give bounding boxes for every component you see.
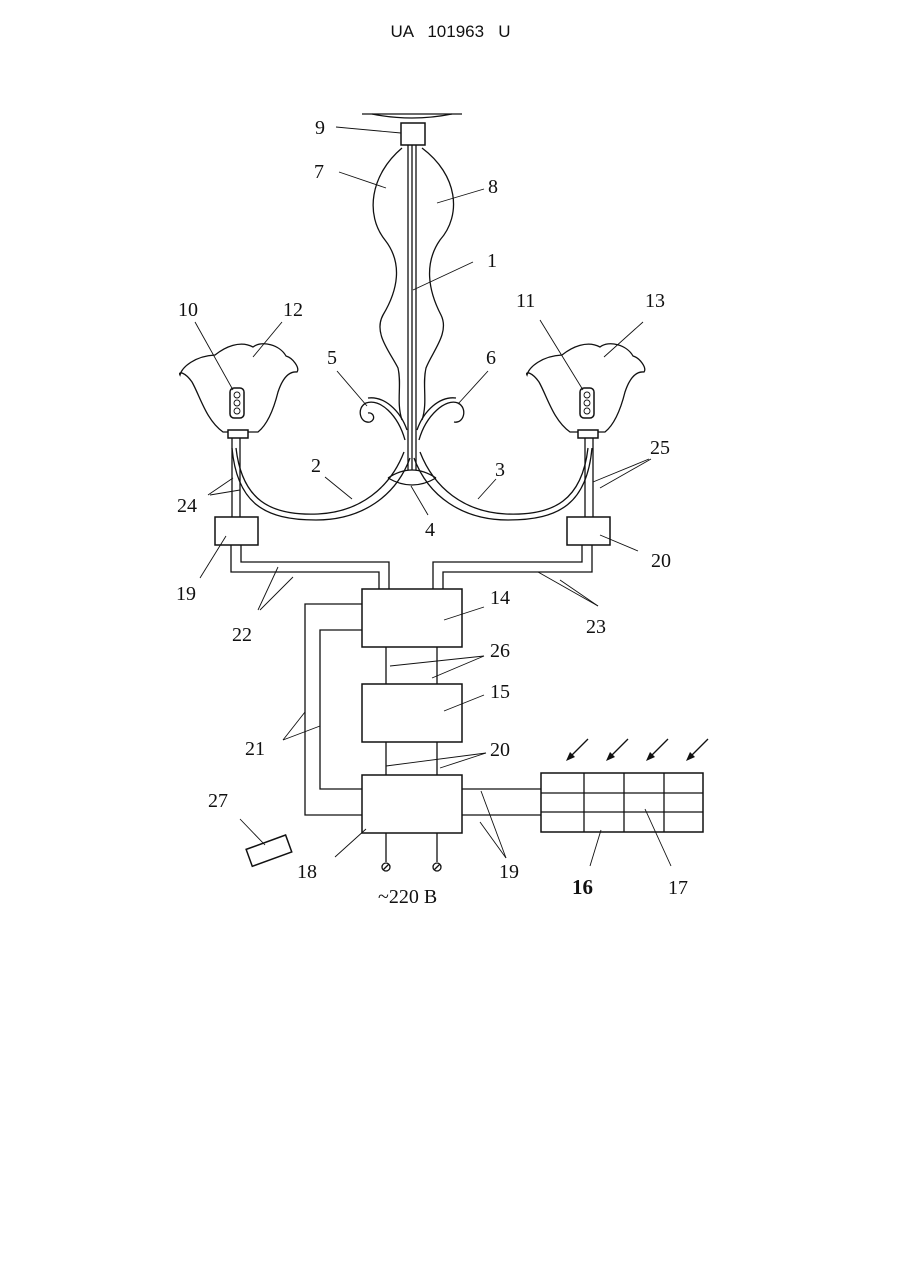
label-17: 17 xyxy=(668,877,688,899)
label-12: 12 xyxy=(283,299,303,321)
label-13: 13 xyxy=(645,290,665,312)
label-25: 25 xyxy=(650,437,670,459)
leader-lines xyxy=(195,127,671,866)
label-18: 18 xyxy=(297,861,317,883)
label-9: 9 xyxy=(315,117,325,139)
label-16: 16 xyxy=(572,875,593,899)
left-control-unit xyxy=(215,517,258,545)
label-14: 14 xyxy=(490,587,510,609)
label-7: 7 xyxy=(314,161,324,183)
solar-panel xyxy=(541,773,703,832)
right-control-unit xyxy=(567,517,610,545)
remote-control xyxy=(246,835,292,866)
voltage-label: ~220 В xyxy=(378,886,437,908)
label-19-left: 19 xyxy=(176,583,196,605)
ceiling-mount xyxy=(362,114,462,145)
block-18 xyxy=(362,775,462,833)
left-lamp-shade xyxy=(180,344,298,438)
label-5: 5 xyxy=(327,347,337,369)
label-24: 24 xyxy=(177,495,197,517)
label-15: 15 xyxy=(490,681,510,703)
label-22: 22 xyxy=(232,624,252,646)
label-26: 26 xyxy=(490,640,510,662)
label-3: 3 xyxy=(495,459,505,481)
label-20-center: 20 xyxy=(490,739,510,761)
block-15 xyxy=(362,684,462,742)
label-27: 27 xyxy=(208,790,228,812)
label-21: 21 xyxy=(245,738,265,760)
label-6: 6 xyxy=(486,347,496,369)
label-10: 10 xyxy=(178,299,198,321)
hub xyxy=(388,470,436,485)
central-rod xyxy=(408,145,416,470)
power-terminals xyxy=(382,863,441,871)
label-4: 4 xyxy=(425,519,435,541)
right-lamp-shade xyxy=(527,344,645,438)
label-1: 1 xyxy=(487,250,497,272)
decorative-body xyxy=(373,148,453,420)
label-23: 23 xyxy=(586,616,606,638)
label-19-bottom: 19 xyxy=(499,861,519,883)
label-8: 8 xyxy=(488,176,498,198)
label-20-right: 20 xyxy=(651,550,671,572)
block-14 xyxy=(362,589,462,647)
label-2: 2 xyxy=(311,455,321,477)
light-arrows xyxy=(566,739,708,761)
label-11: 11 xyxy=(516,290,535,312)
